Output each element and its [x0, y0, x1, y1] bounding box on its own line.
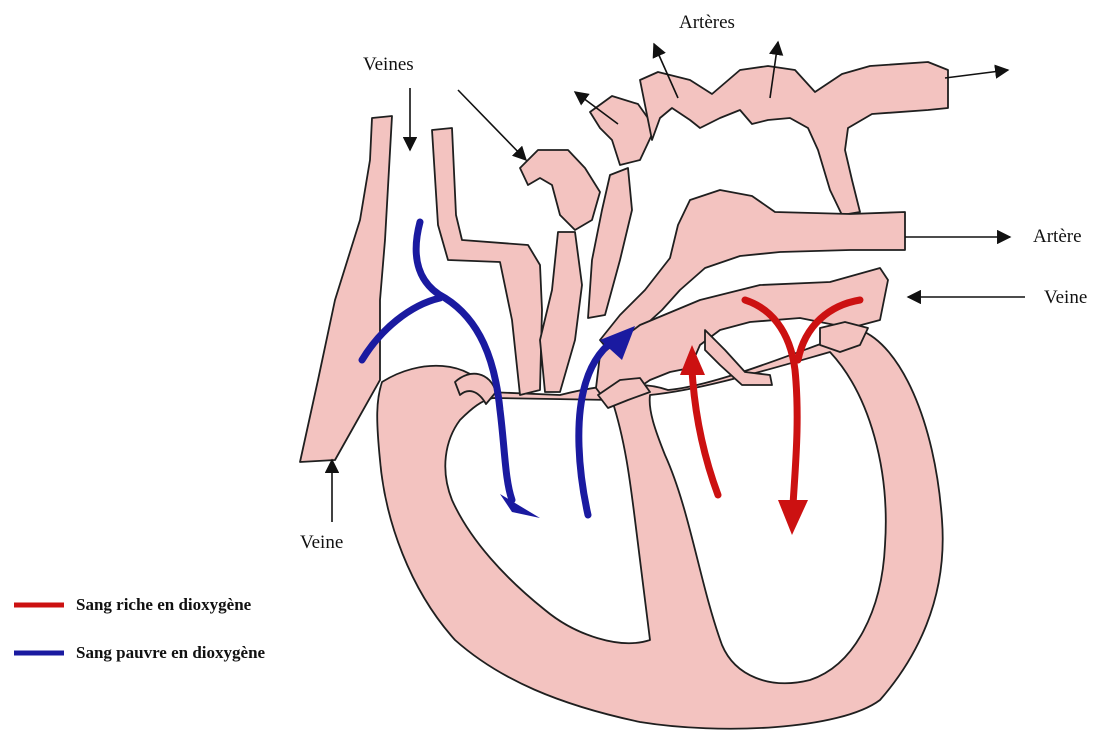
- legend-label-rich: Sang riche en dioxygène: [76, 595, 252, 614]
- legend: Sang riche en dioxygène Sang pauvre en d…: [14, 595, 266, 662]
- label-veine-left: Veine: [300, 532, 343, 553]
- label-arteres: Artères: [679, 12, 735, 33]
- septum-wall: [540, 232, 582, 392]
- pulmonary-vein-tube: [520, 150, 600, 230]
- valve-leaflet-left: [705, 330, 772, 385]
- legend-label-poor: Sang pauvre en dioxygène: [76, 643, 266, 662]
- aorta-arch: [640, 62, 948, 215]
- label-veine-right: Veine: [1044, 287, 1087, 308]
- pointer-arteres-far-right: [945, 70, 1008, 78]
- label-veines: Veines: [363, 54, 414, 75]
- label-artere: Artère: [1033, 226, 1082, 247]
- pointer-veines-diag: [458, 90, 526, 160]
